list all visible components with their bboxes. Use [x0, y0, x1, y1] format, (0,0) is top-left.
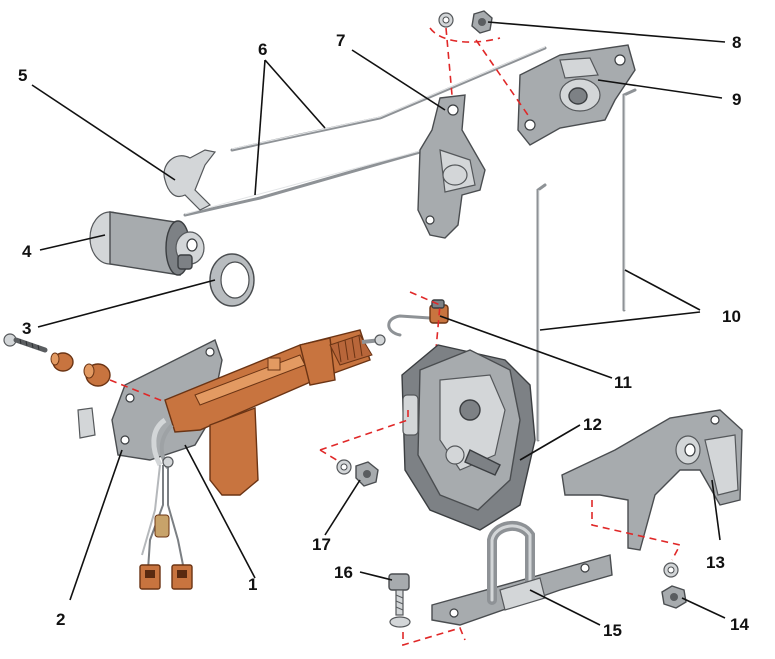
outer-lever-bracket	[517, 44, 636, 146]
callout-12: 12	[583, 415, 602, 434]
callout-5: 5	[18, 66, 27, 85]
callout-13: 13	[706, 553, 725, 572]
rod-vertical-left	[536, 183, 547, 442]
callout-16: 16	[334, 563, 353, 582]
callout-9: 9	[732, 90, 741, 109]
callout-numbers: 5 6 7 8 9 4 3 10 11 12 13 14 15 16 17 2 …	[18, 31, 749, 640]
sealing-ring	[209, 253, 255, 307]
callout-14: 14	[730, 615, 749, 634]
callout-7: 7	[336, 31, 345, 50]
rod-connector	[387, 299, 449, 337]
support-bracket	[561, 409, 743, 551]
bracket-nut	[661, 562, 687, 609]
rod-lower	[183, 146, 437, 217]
striker-bolt	[388, 573, 411, 628]
assembly-line-striker	[402, 620, 466, 647]
actuator-screw-set	[3, 333, 111, 387]
electric-lock-actuator	[151, 329, 386, 496]
callout-11: 11	[614, 373, 632, 392]
callout-3: 3	[22, 319, 31, 338]
lock-cylinder	[89, 211, 205, 276]
lock-nut	[336, 459, 379, 487]
door-lock-mechanism	[401, 344, 536, 531]
callout-1: 1	[248, 575, 257, 594]
nut-and-washer	[438, 10, 493, 34]
rod-clip	[163, 149, 217, 211]
rods-group	[183, 46, 637, 442]
callout-17: 17	[312, 535, 331, 554]
callout-10: 10	[722, 307, 741, 326]
assembly-line-top	[429, 27, 531, 119]
callout-2: 2	[56, 610, 65, 629]
actuator-wiring	[139, 456, 193, 590]
assembly-line-bracket	[591, 500, 682, 561]
assembly-line-actuator	[109, 379, 166, 403]
callout-15: 15	[603, 621, 622, 640]
leader-lines	[31, 21, 726, 626]
rod-upper	[230, 46, 547, 152]
callout-8: 8	[732, 33, 741, 52]
callout-6: 6	[258, 40, 267, 59]
door-striker	[431, 521, 613, 626]
inner-lever-bracket	[417, 94, 486, 239]
callout-4: 4	[22, 242, 32, 261]
rod-vertical-right	[622, 88, 637, 312]
assembly-line-lock	[319, 410, 409, 469]
